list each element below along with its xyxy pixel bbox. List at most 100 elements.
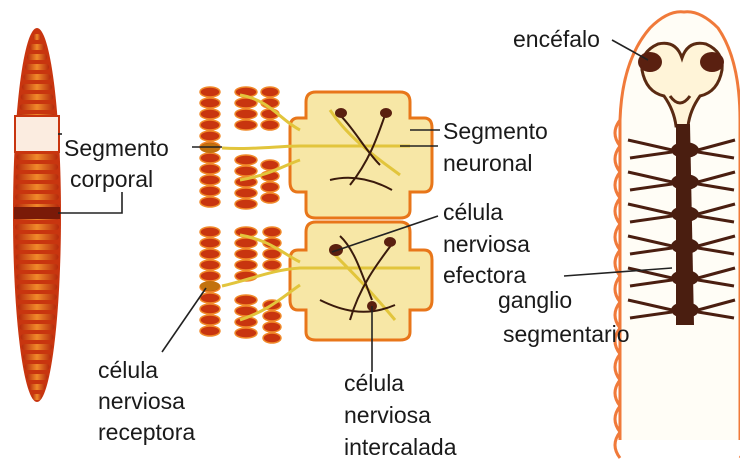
worm-ring bbox=[16, 264, 58, 270]
ganglion bbox=[671, 206, 699, 222]
worm-ring bbox=[19, 324, 54, 330]
segment-chains bbox=[200, 87, 281, 343]
chain-segment bbox=[263, 260, 281, 270]
label-ganglio-segmentario-2: segmentario bbox=[503, 321, 630, 347]
chain-segment bbox=[261, 193, 279, 203]
chain-segment bbox=[235, 155, 257, 165]
worm-ring bbox=[15, 234, 59, 240]
label-celula-intercalada-2: nerviosa bbox=[344, 402, 431, 428]
label-celula-efectora-1: célula bbox=[443, 199, 503, 225]
chain-segment bbox=[200, 271, 220, 281]
worm-ring bbox=[20, 334, 53, 340]
ganglion bbox=[671, 174, 699, 190]
label-celula-intercalada-3: intercalada bbox=[344, 434, 457, 460]
chain-segment bbox=[235, 260, 257, 270]
label-segmento-corporal-2: corporal bbox=[70, 166, 153, 192]
chain-segment bbox=[200, 326, 220, 336]
chain-segment bbox=[200, 175, 220, 185]
chain-segment bbox=[200, 238, 220, 248]
worm-ring bbox=[29, 44, 44, 50]
chain-segment bbox=[261, 120, 279, 130]
chain-segment bbox=[235, 249, 257, 259]
earthworm-body bbox=[13, 28, 61, 402]
chain-segment bbox=[261, 87, 279, 97]
label-segmento-corporal-1: Segmento bbox=[64, 135, 169, 161]
chain-segment bbox=[235, 199, 257, 209]
chain-segment bbox=[263, 333, 281, 343]
worm-ring bbox=[22, 84, 52, 90]
worm-ring bbox=[16, 174, 59, 180]
label-celula-receptora-3: receptora bbox=[98, 419, 195, 445]
chain-segment bbox=[200, 293, 220, 303]
worm-ring bbox=[16, 154, 57, 160]
worm-ring bbox=[17, 294, 57, 300]
label-segmento-neuronal-1: Segmento bbox=[443, 118, 548, 144]
highlighted-body-segment bbox=[14, 207, 60, 219]
label-encefalo: encéfalo bbox=[513, 26, 600, 52]
ganglion bbox=[671, 142, 699, 158]
chain-segment bbox=[200, 164, 220, 174]
worm-ring bbox=[22, 344, 53, 350]
brain-lobe-right bbox=[700, 52, 724, 72]
label-celula-intercalada-1: célula bbox=[344, 370, 404, 396]
chain-segment bbox=[235, 295, 257, 305]
chain-segment bbox=[200, 87, 220, 97]
worm-ring bbox=[15, 184, 58, 190]
chain-segment bbox=[235, 166, 257, 176]
ventral-nerve-cord bbox=[615, 12, 740, 458]
chain-segment bbox=[200, 131, 220, 141]
worm-ring bbox=[27, 54, 47, 60]
chain-segment bbox=[200, 197, 220, 207]
chain-segment bbox=[200, 304, 220, 314]
clitellum bbox=[15, 116, 59, 152]
worm-ring bbox=[15, 194, 59, 200]
label-celula-receptora-1: célula bbox=[98, 357, 158, 383]
worm-ring bbox=[17, 284, 58, 290]
label-celula-receptora-2: nerviosa bbox=[98, 388, 185, 414]
chain-segment bbox=[263, 322, 281, 332]
chain-segment bbox=[200, 186, 220, 196]
worm-ring bbox=[19, 314, 56, 320]
worm-ring bbox=[25, 64, 49, 70]
label-ganglio-segmentario-1: ganglio bbox=[498, 287, 572, 313]
chain-segment bbox=[235, 188, 257, 198]
chain-segment bbox=[235, 328, 257, 338]
chain-segment bbox=[235, 109, 257, 119]
ganglion bbox=[671, 270, 699, 286]
worm-ring bbox=[15, 224, 59, 230]
chain-segment bbox=[263, 311, 281, 321]
label-celula-efectora-3: efectora bbox=[443, 262, 526, 288]
worm-ring bbox=[23, 74, 51, 80]
worm-ring bbox=[23, 354, 51, 360]
chain-segment bbox=[200, 98, 220, 108]
chain-segment bbox=[200, 153, 220, 163]
chain-segment bbox=[200, 249, 220, 259]
worm-ring bbox=[26, 374, 47, 380]
worm-ring bbox=[18, 304, 56, 310]
chain-segment bbox=[200, 227, 220, 237]
chain-segment bbox=[235, 120, 257, 130]
brain-lobe-left bbox=[638, 52, 662, 72]
chain-segment bbox=[200, 315, 220, 325]
upper-ganglion-block bbox=[290, 92, 432, 218]
chain-segment bbox=[261, 182, 279, 192]
ganglion bbox=[671, 238, 699, 254]
ganglion bbox=[671, 302, 699, 318]
worm-ring bbox=[29, 384, 46, 390]
chain-segment bbox=[200, 260, 220, 270]
worm-ring bbox=[32, 394, 42, 400]
worm-ring bbox=[16, 254, 59, 260]
worm-ring bbox=[15, 244, 58, 250]
chain-segment bbox=[263, 227, 281, 237]
chain-segment bbox=[200, 120, 220, 130]
label-segmento-neuronal-2: neuronal bbox=[443, 150, 533, 176]
label-celula-efectora-2: nerviosa bbox=[443, 231, 530, 257]
worm-ring bbox=[16, 274, 58, 280]
chain-segment bbox=[200, 109, 220, 119]
neuronal-segments-detail bbox=[200, 87, 432, 343]
worm-ring bbox=[21, 94, 54, 100]
worm-ring bbox=[33, 34, 41, 40]
worm-ring bbox=[16, 164, 58, 170]
worm-ring bbox=[20, 104, 55, 110]
